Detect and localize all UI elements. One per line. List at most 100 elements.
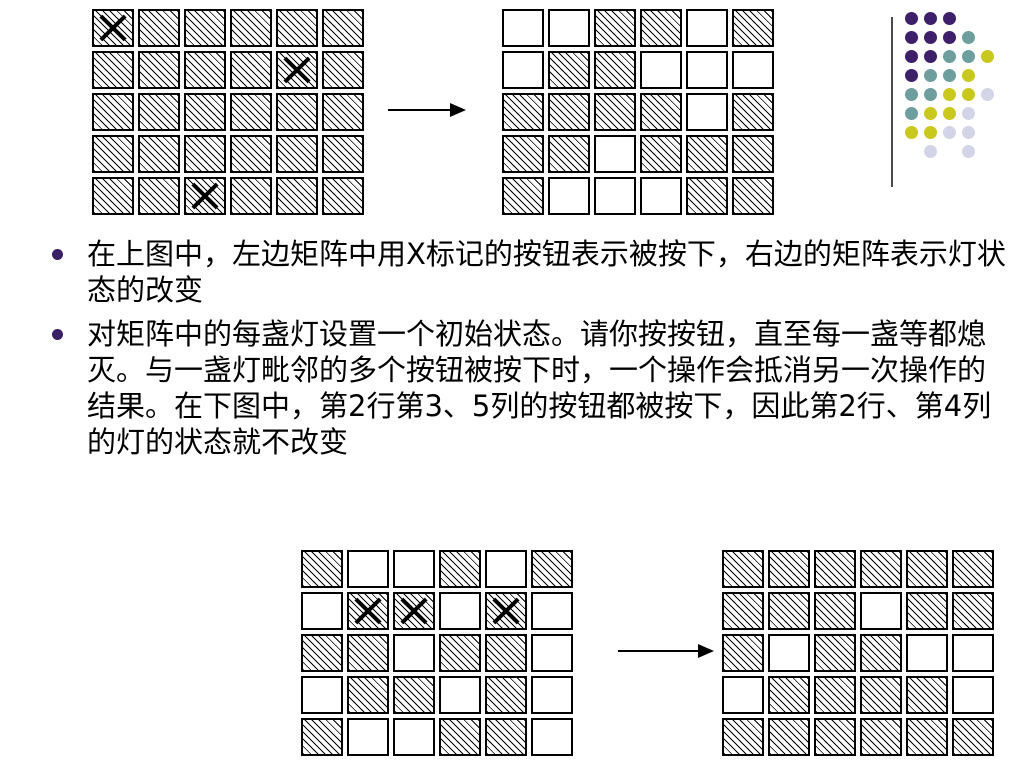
decor-dot — [924, 31, 937, 44]
grid-cell-hatched — [814, 718, 856, 756]
grid-cell-empty — [732, 51, 774, 89]
grid-top-left-buttons — [90, 7, 366, 217]
decor-dot — [981, 88, 994, 101]
grid-cell-hatched — [502, 135, 544, 173]
grid-cell-hatched — [814, 550, 856, 588]
grid-cell-hatched — [906, 592, 948, 630]
grid-cell-hatched — [230, 93, 272, 131]
decor-dot — [943, 88, 956, 101]
grid-cell-hatched — [722, 592, 764, 630]
grid-cell-empty — [502, 9, 544, 47]
arrow-bottom — [618, 644, 714, 658]
grid-cell-hatched — [548, 93, 590, 131]
grid-cell-hatched — [322, 51, 364, 89]
grid-cell-hatched — [138, 9, 180, 47]
grid-cell-hatched — [594, 93, 636, 131]
decor-dot — [905, 50, 918, 63]
grid-cell-hatched — [686, 135, 728, 173]
grid-cell-hatched — [439, 634, 481, 672]
bullet-item-1: 在上图中，左边矩阵中用X标记的按钮表示被按下，右边的矩阵表示灯状态的改变 — [50, 236, 1010, 308]
bullet-dot-icon — [52, 249, 63, 260]
grid-cell-hatched — [184, 51, 226, 89]
grid-cell-hatched — [594, 9, 636, 47]
x-mark-icon — [186, 179, 224, 213]
grid-cell-hatched — [138, 135, 180, 173]
grid-cell-hatched — [393, 592, 435, 630]
grid-cell-hatched — [860, 634, 902, 672]
grid-cell-hatched — [276, 51, 318, 89]
decor-dot — [962, 107, 975, 120]
grid-cell-hatched — [768, 550, 810, 588]
grid-cell-empty — [640, 177, 682, 215]
decor-dot — [924, 145, 937, 158]
grid-cell-hatched — [814, 676, 856, 714]
grid-cell-hatched — [322, 177, 364, 215]
grid-cell-hatched — [301, 550, 343, 588]
decor-dot — [905, 69, 918, 82]
grid-cell-empty — [531, 592, 573, 630]
decor-dot — [981, 50, 994, 63]
grid-cell-hatched — [814, 634, 856, 672]
grid-cell-hatched — [439, 550, 481, 588]
grid-cell-hatched — [92, 9, 134, 47]
grid-cell-empty — [860, 592, 902, 630]
text-body: 在上图中，左边矩阵中用X标记的按钮表示被按下，右边的矩阵表示灯状态的改变 对矩阵… — [50, 236, 1010, 468]
grid-cell-hatched — [732, 9, 774, 47]
grid-cell-hatched — [860, 718, 902, 756]
decor-dot — [924, 88, 937, 101]
grid-cell-hatched — [952, 718, 994, 756]
decor-dot — [962, 31, 975, 44]
decor-dot — [962, 145, 975, 158]
grid-cell-empty — [531, 676, 573, 714]
grid-cell-empty — [301, 676, 343, 714]
decor-dot — [943, 31, 956, 44]
grid-cell-hatched — [92, 93, 134, 131]
grid-cell-empty — [439, 676, 481, 714]
grid-cell-hatched — [184, 135, 226, 173]
grid-cell-hatched — [347, 676, 389, 714]
grid-cell-empty — [952, 634, 994, 672]
grid-cell-hatched — [548, 135, 590, 173]
grid-cell-hatched — [686, 177, 728, 215]
grid-cell-hatched — [138, 177, 180, 215]
grid-cell-hatched — [276, 93, 318, 131]
grid-cell-hatched — [184, 9, 226, 47]
grid-cell-hatched — [393, 676, 435, 714]
grid-cell-empty — [393, 550, 435, 588]
bullet-dot-icon — [52, 329, 63, 340]
grid-cell-hatched — [906, 676, 948, 714]
decor-dot — [924, 126, 937, 139]
grid-cell-empty — [594, 177, 636, 215]
grid-cell-empty — [439, 592, 481, 630]
grid-cell-hatched — [301, 634, 343, 672]
grid-cell-hatched — [768, 676, 810, 714]
grid-cell-hatched — [92, 177, 134, 215]
grid-cell-hatched — [768, 592, 810, 630]
grid-cell-empty — [906, 634, 948, 672]
grid-cell-hatched — [230, 9, 272, 47]
grid-bottom-right-lights — [720, 548, 996, 758]
bullet-item-2: 对矩阵中的每盏灯设置一个初始状态。请你按按钮，直至每一盏等都熄灭。与一盏灯毗邻的… — [50, 316, 1010, 460]
grid-cell-hatched — [640, 9, 682, 47]
grid-cell-hatched — [322, 93, 364, 131]
grid-cell-hatched — [92, 135, 134, 173]
decor-dot — [962, 50, 975, 63]
bullet-text-2: 对矩阵中的每盏灯设置一个初始状态。请你按按钮，直至每一盏等都熄灭。与一盏灯毗邻的… — [87, 317, 992, 459]
grid-cell-hatched — [276, 9, 318, 47]
grid-cell-hatched — [548, 51, 590, 89]
decor-dot — [943, 126, 956, 139]
grid-cell-hatched — [952, 592, 994, 630]
grid-cell-hatched — [184, 93, 226, 131]
grid-cell-empty — [768, 634, 810, 672]
decor-dot — [905, 126, 918, 139]
decor-dot — [905, 88, 918, 101]
grid-cell-hatched — [732, 177, 774, 215]
grid-cell-hatched — [347, 592, 389, 630]
x-mark-icon — [278, 53, 316, 87]
grid-cell-empty — [952, 676, 994, 714]
grid-cell-hatched — [722, 634, 764, 672]
grid-cell-empty — [686, 93, 728, 131]
grid-cell-empty — [548, 177, 590, 215]
grid-cell-hatched — [301, 718, 343, 756]
grid-cell-empty — [686, 51, 728, 89]
